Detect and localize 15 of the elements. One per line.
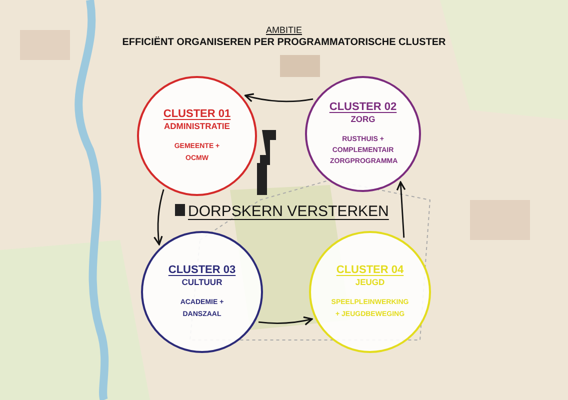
cluster-subheading: CULTUUR <box>182 277 222 288</box>
slogan-label: DORPSKERN VERSTERKEN <box>188 203 389 220</box>
heading-label: AMBITIE <box>264 25 303 35</box>
arrow <box>244 92 314 102</box>
cluster-heading: CLUSTER 03 <box>168 264 236 276</box>
cluster-subheading: JEUGD <box>355 277 385 288</box>
cluster-heading: CLUSTER 02 <box>329 100 397 113</box>
title: EFFICIËNT ORGANISEREN PER PROGRAMMATORISCHE CLUSTER <box>121 37 447 48</box>
arrow <box>258 316 313 326</box>
arrow <box>154 189 164 246</box>
arrow <box>396 181 406 238</box>
cluster-subheading: ADMINISTRATIE <box>164 121 230 132</box>
cluster-heading: CLUSTER 01 <box>163 108 231 120</box>
cluster-heading: CLUSTER 04 <box>336 264 404 276</box>
cluster-subheading: ZORG <box>350 114 376 124</box>
